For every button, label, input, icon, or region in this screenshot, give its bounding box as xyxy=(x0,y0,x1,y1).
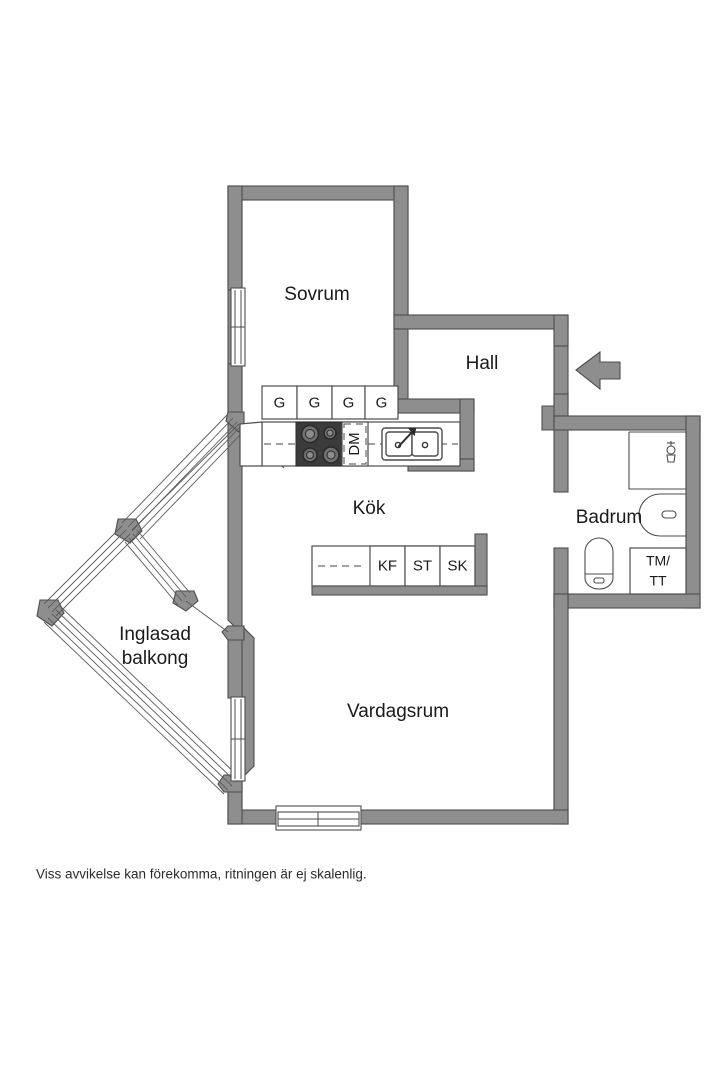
stove xyxy=(295,421,343,467)
disclaimer-text: Viss avvikelse kan förekomma, ritningen … xyxy=(36,867,367,882)
glazing-inner-run xyxy=(124,529,191,606)
wall-vardagsrum-east xyxy=(553,593,569,825)
dishwasher-label: DM xyxy=(346,432,363,455)
washbasin-tap xyxy=(661,510,677,519)
wall-lower-counter-east xyxy=(474,533,488,595)
room-label-hall: Hall xyxy=(466,353,499,374)
walls-group xyxy=(36,185,701,825)
toilet xyxy=(584,537,614,590)
glazing-ne-run xyxy=(121,413,246,540)
stove-burner-4-inner xyxy=(326,450,336,460)
dishwasher-box xyxy=(341,421,369,467)
cabinet-g4-label: G xyxy=(376,394,388,411)
shower-outline xyxy=(628,432,686,490)
laundry-label-line2: TT xyxy=(649,573,667,589)
window-sovrum-west xyxy=(230,287,246,367)
laundry-unit: TM/ TT xyxy=(629,547,687,595)
cabinet-g3-label: G xyxy=(343,394,355,411)
cabinet-g1-label: G xyxy=(274,394,286,411)
kitchen-sink xyxy=(381,427,443,461)
counter-angled-end xyxy=(239,421,263,467)
bathroom-fixtures: TM/ TT xyxy=(584,431,687,595)
sink-faucet xyxy=(398,429,415,447)
balcony-posts xyxy=(36,411,245,793)
wall-hall-east-upper xyxy=(553,314,569,347)
unit-st-label: ST xyxy=(413,557,432,574)
window-vardagsrum-south xyxy=(275,805,362,831)
room-label-kok: Kök xyxy=(353,498,386,519)
wall-badrum-north xyxy=(553,415,701,431)
stove-burner-1-inner xyxy=(305,429,315,439)
cabinet-g3 xyxy=(331,385,366,420)
shower xyxy=(628,431,686,490)
wall-segments xyxy=(227,185,701,825)
toilet-flush xyxy=(593,577,605,584)
wall-lower-counter-south xyxy=(311,585,488,596)
cabinet-g2-label: G xyxy=(309,394,321,411)
wall-sovrum-north xyxy=(227,185,409,201)
shower-mixer-icon xyxy=(666,441,676,463)
stove-burner-2-inner xyxy=(326,429,334,437)
cabinet-g4 xyxy=(364,385,399,420)
washbasin xyxy=(638,493,686,537)
toilet-bowl xyxy=(584,537,614,590)
stove-burner-3-inner xyxy=(306,451,314,459)
unit-kf-label: KF xyxy=(378,557,397,574)
dishwasher: DM xyxy=(341,421,369,467)
entrance-arrow xyxy=(575,350,621,391)
laundry-box xyxy=(629,547,687,595)
wall-badrum-south xyxy=(553,593,701,609)
wall-hall-north xyxy=(393,314,569,330)
unit-sk-label: SK xyxy=(447,557,467,574)
wall-badrum-east xyxy=(685,415,701,609)
kitchen-upper-cabinets: G G G G xyxy=(261,385,399,420)
dishwasher-dash xyxy=(343,423,367,465)
sink-drain-right xyxy=(421,441,429,449)
washbasin-bowl xyxy=(638,493,686,537)
window-vardagsrum-west xyxy=(230,696,246,782)
balcony-corner-sightline xyxy=(131,423,240,531)
glazing-se-run xyxy=(43,605,241,795)
outer-wall-envelope xyxy=(227,185,701,825)
laundry-label-line1: TM/ xyxy=(646,553,670,569)
kitchen-lower-units: KF ST SK xyxy=(311,533,488,596)
room-label-vardagsrum: Vardagsrum xyxy=(347,701,449,722)
glazing-nw-run xyxy=(43,525,135,617)
wall-sovrum-east xyxy=(393,185,409,330)
balcony-interior-edge xyxy=(185,600,229,633)
room-label-balkong-line2: balkong xyxy=(122,648,189,669)
room-label-balkong-line1: Inglasad xyxy=(119,624,191,645)
balcony-post-east-upper xyxy=(221,625,245,641)
windows-group xyxy=(230,287,362,831)
room-label-badrum: Badrum xyxy=(576,507,643,528)
kitchen-fixtures: G G G G xyxy=(239,385,488,596)
room-label-sovrum: Sovrum xyxy=(284,284,349,305)
balcony-glazing xyxy=(43,413,246,795)
room-labels-group: Sovrum Hall Kök Badrum Vardagsrum Inglas… xyxy=(119,284,642,722)
cabinet-g2 xyxy=(296,385,333,420)
wall-sovrum-west-upper xyxy=(227,185,243,291)
balcony-post-doorstop xyxy=(172,590,199,612)
unit-st xyxy=(404,545,441,587)
sink-faucet-head xyxy=(407,428,417,437)
unit-sk xyxy=(439,545,476,587)
